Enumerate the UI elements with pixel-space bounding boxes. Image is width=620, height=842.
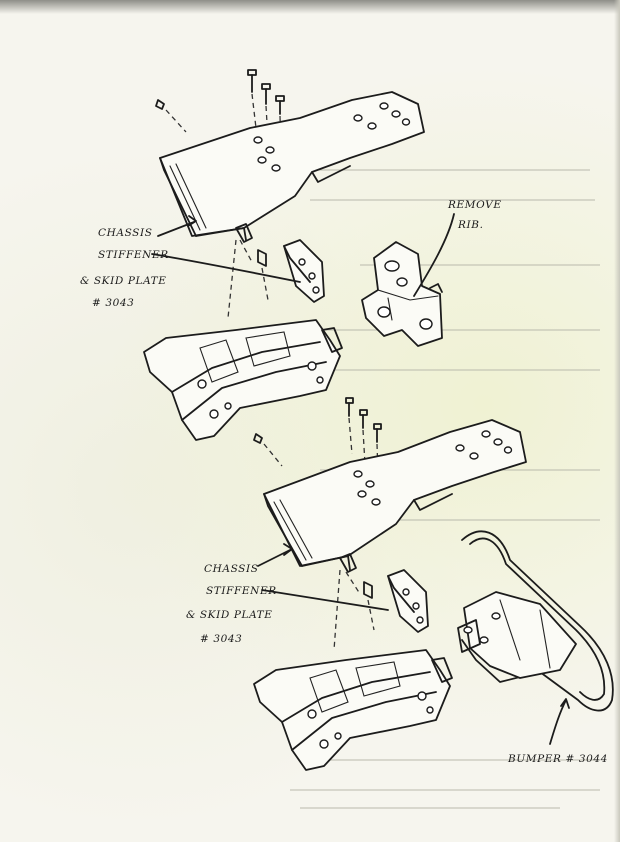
- upper-skid-plate: [283, 239, 325, 303]
- bleed-through-text: [290, 169, 600, 809]
- upper-label-line-3: & SKID PLATE: [80, 275, 167, 287]
- suspension-mount: [361, 241, 443, 347]
- lower-link-bolt: [363, 581, 375, 631]
- bumper: [457, 530, 614, 712]
- lower-a-arm: [253, 649, 453, 771]
- scan-right-edge: [614, 0, 620, 842]
- lower-label-line-2: STIFFENER: [206, 585, 277, 597]
- lower-chassis-plate: [263, 419, 527, 595]
- lower-label-line-1: CHASSIS: [204, 563, 259, 575]
- upper-link-bolt: [257, 249, 269, 301]
- lower-label-line-4: # 3043: [200, 633, 242, 645]
- callout-leaders: [151, 213, 570, 745]
- bumper-label: BUMPER # 3044: [507, 753, 608, 765]
- scan-top-shadow: [0, 0, 620, 14]
- lower-label-line-3: & SKID PLATE: [186, 609, 273, 621]
- upper-label-line-1: CHASSIS: [98, 227, 153, 239]
- upper-a-arm: [143, 319, 343, 441]
- upper-label-line-4: # 3043: [92, 297, 134, 309]
- upper-label-line-2: STIFFENER: [98, 249, 169, 261]
- lower-skid-plate: [387, 569, 429, 633]
- remove-rib-label-line-2: RIB.: [457, 219, 484, 231]
- remove-rib-label-line-1: REMOVE: [447, 199, 502, 211]
- upper-chassis-plate: [159, 91, 425, 263]
